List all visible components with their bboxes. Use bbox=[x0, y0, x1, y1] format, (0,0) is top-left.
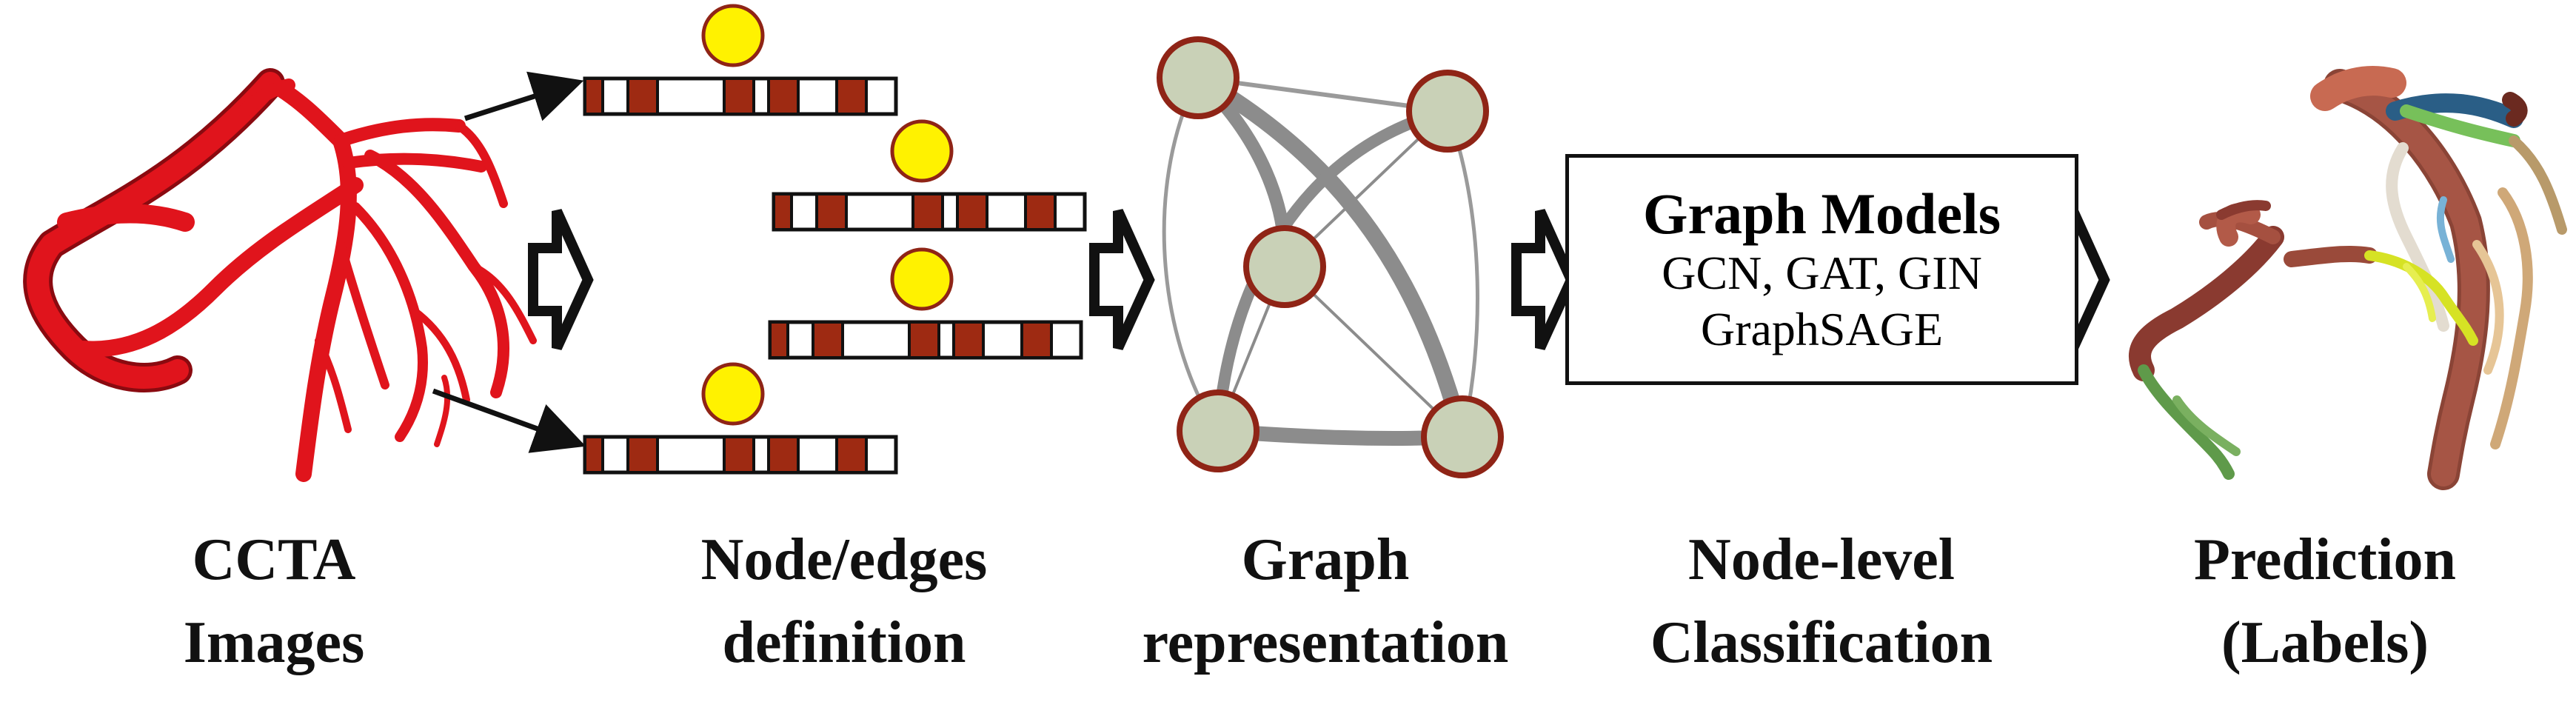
feature-cell bbox=[908, 321, 940, 359]
feature-vector bbox=[583, 4, 898, 116]
feature-vector bbox=[583, 362, 898, 475]
stage-label-line: Prediction bbox=[2193, 527, 2457, 592]
feature-cell bbox=[911, 193, 944, 231]
feature-cell bbox=[626, 435, 659, 474]
labeled-vessel-tree bbox=[2129, 66, 2567, 490]
stage-label-classification: Node-level Classification bbox=[1599, 518, 2044, 689]
stage-label-line: Node-level bbox=[1688, 527, 1955, 592]
graph-models-list: GCN, GAT, GIN bbox=[1662, 247, 1982, 299]
node-marker bbox=[701, 4, 765, 67]
stage-label-line: Node/edges bbox=[700, 527, 988, 592]
feature-cell bbox=[769, 321, 789, 359]
block-arrow-1 bbox=[528, 209, 594, 350]
feature-cell bbox=[723, 77, 755, 116]
graph-node bbox=[1421, 395, 1504, 478]
feature-vector bbox=[768, 247, 1083, 360]
stage-label-ccta: CCTA Images bbox=[148, 518, 400, 689]
arrow-to-vector-top bbox=[464, 71, 584, 121]
node-marker bbox=[890, 119, 954, 183]
stage-label-line: Classification bbox=[1650, 610, 1993, 675]
block-arrow-3 bbox=[1511, 209, 1577, 350]
feature-cell bbox=[583, 435, 604, 474]
stage-label-graph: Graph representation bbox=[1088, 518, 1562, 689]
feature-cell bbox=[626, 77, 659, 116]
stage-label-line: Graph bbox=[1241, 527, 1410, 592]
graph-models-sage: GraphSAGE bbox=[1700, 303, 1944, 355]
node-marker bbox=[701, 362, 765, 426]
stage-label-line: definition bbox=[722, 610, 966, 675]
block-arrow-2 bbox=[1089, 209, 1155, 350]
arrow-to-vector-bottom bbox=[432, 388, 586, 453]
feature-cell bbox=[956, 193, 988, 231]
stage-label-line: (Labels) bbox=[2221, 610, 2429, 675]
graph-models-title: Graph Models bbox=[1642, 181, 2001, 246]
feature-cell bbox=[952, 321, 985, 359]
feature-cell bbox=[772, 193, 793, 231]
graph-representation bbox=[1157, 36, 1504, 478]
feature-cell bbox=[723, 435, 755, 474]
feature-cell bbox=[767, 435, 800, 474]
feature-cell bbox=[812, 321, 844, 359]
graph-node bbox=[1157, 36, 1240, 119]
stage-label-prediction: Prediction (Labels) bbox=[2147, 518, 2503, 689]
stage-label-node-edges: Node/edges definition bbox=[637, 518, 1051, 689]
ccta-vessel-tree bbox=[23, 68, 537, 482]
graph-node bbox=[1243, 225, 1326, 308]
feature-cell bbox=[1020, 321, 1053, 359]
graph-node bbox=[1406, 70, 1489, 153]
feature-cell bbox=[835, 77, 868, 116]
feature-vector bbox=[772, 119, 1087, 232]
feature-cell bbox=[1024, 193, 1057, 231]
graph-node bbox=[1177, 389, 1259, 472]
feature-cell bbox=[767, 77, 800, 116]
feature-cell bbox=[835, 435, 868, 474]
feature-cell bbox=[815, 193, 848, 231]
feature-cell bbox=[583, 77, 604, 116]
node-marker bbox=[890, 247, 954, 311]
feature-vectors bbox=[583, 4, 1087, 475]
graph-models-box: Graph Models GCN, GAT, GIN GraphSAGE bbox=[1565, 154, 2078, 385]
stage-label-line: CCTA bbox=[192, 527, 356, 592]
stage-label-line: Images bbox=[183, 610, 365, 675]
stage-label-line: representation bbox=[1142, 610, 1509, 675]
